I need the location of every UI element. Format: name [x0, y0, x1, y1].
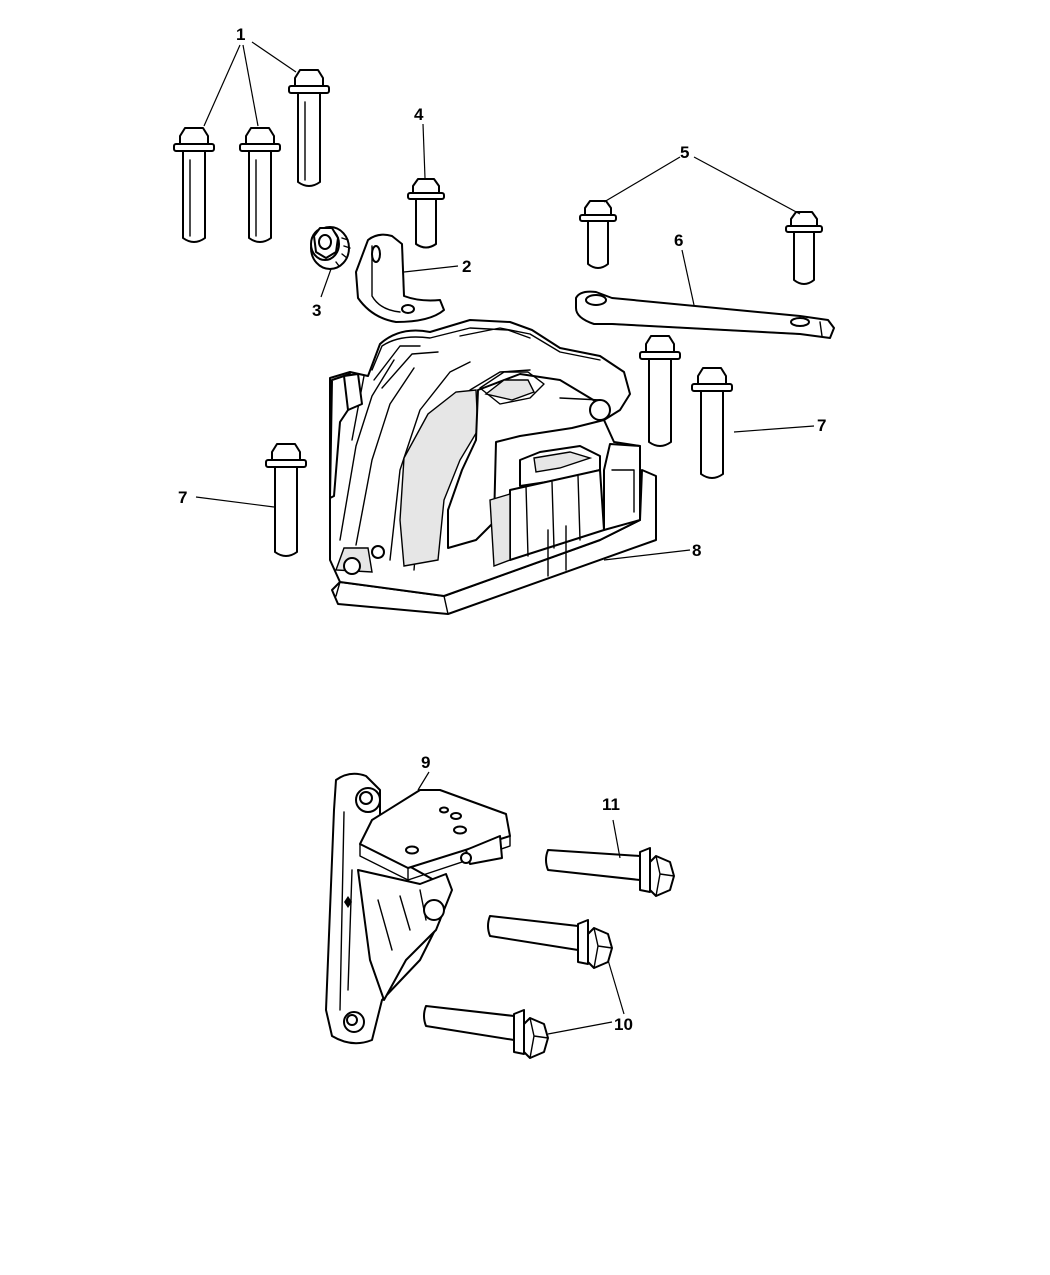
leader-item-1 — [203, 41, 297, 127]
bolt-item-5-right — [785, 211, 823, 285]
callout-9: 9 — [421, 753, 430, 772]
bolt-item-1-middle — [239, 127, 281, 243]
bolt-item-1-left — [173, 127, 215, 243]
callout-3: 3 — [312, 301, 321, 320]
bolt-item-4 — [407, 178, 445, 249]
engine-mount-item-8 — [329, 319, 657, 615]
leader-item-8 — [603, 549, 691, 561]
leader-item-5 — [603, 156, 801, 215]
callout-4: 4 — [414, 105, 424, 124]
leader-item-9 — [417, 771, 430, 791]
bolt-item-10-upper — [487, 915, 613, 969]
callout-6: 6 — [674, 231, 683, 250]
callout-2: 2 — [462, 257, 471, 276]
callout-11: 11 — [602, 795, 620, 814]
leader-item-6 — [681, 249, 695, 306]
bolt-item-10-lower — [423, 1005, 549, 1059]
bolt-item-7-right — [691, 367, 733, 479]
leader-item-11 — [612, 819, 621, 859]
leader-item-4 — [422, 123, 426, 179]
bolt-item-5-left — [579, 200, 617, 269]
callout-5: 5 — [680, 143, 689, 162]
bolt-item-7-left — [265, 443, 307, 557]
callout-10: 10 — [614, 1015, 633, 1034]
leader-item-2 — [403, 265, 459, 273]
mount-bracket-item-9 — [325, 772, 511, 1045]
bracket-item-2 — [355, 233, 445, 323]
nut-item-3 — [310, 226, 351, 270]
bolt-item-11 — [545, 847, 675, 897]
callout-1: 1 — [236, 25, 245, 44]
leader-item-7-right — [733, 425, 815, 433]
bolt-item-7-center — [639, 335, 681, 447]
callout-7-right: 7 — [817, 416, 826, 435]
bolt-item-1-right — [288, 69, 330, 187]
leader-item-10 — [547, 959, 625, 1035]
leader-item-7-left — [195, 496, 275, 508]
strut-item-6 — [575, 290, 835, 339]
callout-7-left: 7 — [178, 488, 187, 507]
callout-8: 8 — [692, 541, 701, 560]
leader-item-3 — [320, 268, 332, 298]
